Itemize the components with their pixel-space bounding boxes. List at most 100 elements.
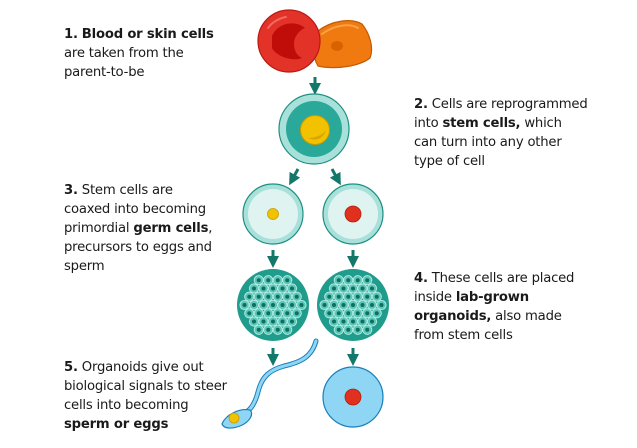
step-5-label: 5. Organoids give out biological signals…	[64, 358, 227, 434]
organoid-cell-nucleus	[332, 303, 336, 307]
organoid-cell-nucleus	[332, 286, 336, 291]
organoid-cell-nucleus	[256, 278, 261, 283]
organoid-cell-nucleus	[256, 311, 261, 316]
organoid-cell-nucleus	[266, 278, 271, 283]
organoid-cell-nucleus	[280, 319, 285, 324]
organoid-cell-nucleus	[370, 286, 374, 291]
organoid-cell-nucleus	[322, 303, 327, 307]
organoid-cell-nucleus	[290, 286, 294, 291]
organoid-cell-nucleus	[379, 303, 384, 307]
organoid-cell-nucleus	[271, 303, 275, 307]
arrow-to-germ-cell-left	[289, 168, 301, 186]
organoid-cell-nucleus	[365, 311, 370, 316]
organoid-cell-nucleus	[346, 327, 351, 332]
organoid-cell-nucleus	[355, 327, 360, 332]
organoid-cell-nucleus	[271, 319, 275, 324]
organoid-cell-nucleus	[351, 303, 355, 307]
step-2-line-4: type of cell	[414, 154, 485, 169]
organoid-cell-nucleus	[290, 319, 294, 324]
step-1-line-2: are taken from the	[64, 46, 184, 61]
organoid-cell-nucleus	[351, 319, 355, 324]
organoid-cell-nucleus	[346, 294, 351, 299]
organoid-cell-nucleus	[341, 303, 346, 307]
organoid-cell-nucleus	[341, 319, 346, 324]
step-5-number: 5.	[64, 360, 78, 375]
organoid-cell-nucleus	[332, 319, 336, 324]
stem-cell-icon	[278, 93, 350, 165]
step-4-line-2a: inside	[414, 290, 456, 305]
egg-icon	[322, 366, 384, 428]
step-1-line-3: parent-to-be	[64, 65, 145, 80]
step-5-highlight: sperm or eggs	[64, 417, 169, 432]
organoid-cell-nucleus	[261, 319, 266, 324]
organoid-right-icon	[317, 269, 389, 341]
organoid-cell-nucleus	[275, 311, 280, 316]
organoid-cell-nucleus	[336, 294, 341, 299]
organoid-cell-nucleus	[252, 303, 256, 307]
step-3-line-2: coaxed into becoming	[64, 202, 206, 217]
step-2-label: 2. Cells are reprogrammed into stem cell…	[414, 95, 588, 171]
organoid-cell-nucleus	[285, 278, 290, 283]
organoid-cell-nucleus	[275, 294, 280, 299]
step-5-line-2: biological signals to steer	[64, 379, 227, 394]
organoid-cell-nucleus	[355, 278, 360, 283]
organoid-cell-nucleus	[370, 319, 374, 324]
step-3-label: 3. Stem cells are coaxed into becoming p…	[64, 181, 212, 276]
skin-cell-icon	[312, 20, 373, 69]
step-3-line-3c: ,	[208, 221, 213, 236]
organoid-cell-nucleus	[336, 327, 341, 332]
organoid-cell-nucleus	[336, 311, 341, 316]
organoid-cell-nucleus	[327, 294, 332, 299]
organoid-cell-nucleus	[355, 294, 360, 299]
organoid-cell-nucleus	[365, 278, 370, 283]
blood-cell-icon	[257, 9, 321, 73]
step-1-number: 1.	[64, 27, 78, 42]
organoid-cell-nucleus	[336, 278, 341, 283]
organoid-cell-nucleus	[256, 294, 261, 299]
organoid-cell-nucleus	[346, 278, 351, 283]
organoid-cell-nucleus	[256, 327, 261, 332]
organoid-cell-nucleus	[290, 303, 294, 307]
step-3-number: 3.	[64, 183, 78, 198]
step-4-line-4: from stem cells	[414, 328, 513, 343]
step-2-line-1: Cells are reprogrammed	[427, 97, 588, 112]
organoid-cell-nucleus	[280, 286, 285, 291]
step-4-label: 4. These cells are placed inside lab-gro…	[414, 269, 574, 345]
organoid-cell-nucleus	[351, 286, 355, 291]
step-3-highlight: germ cells	[133, 221, 209, 236]
step-5-line-3: cells into becoming	[64, 398, 189, 413]
organoid-cell-nucleus	[266, 294, 271, 299]
organoid-cell-nucleus	[252, 286, 256, 291]
organoid-cell-nucleus	[360, 303, 365, 307]
step-4-highlight-1: lab-grown	[455, 290, 529, 305]
step-2-line-3: can turn into any other	[414, 135, 562, 150]
organoid-cell-nucleus	[365, 327, 370, 332]
organoid-cell-nucleus	[275, 278, 280, 283]
organoid-cell-nucleus	[365, 294, 370, 299]
organoid-cell-nucleus	[294, 294, 299, 299]
step-1-highlight: Blood or skin cells	[81, 27, 214, 42]
sperm-icon	[221, 338, 319, 429]
step-3-line-3a: primordial	[64, 221, 134, 236]
organoid-cell-nucleus	[299, 303, 304, 307]
organoid-cell-nucleus	[285, 311, 290, 316]
organoid-cell-nucleus	[280, 303, 285, 307]
step-2-highlight: stem cells,	[442, 116, 521, 131]
organoid-cell-nucleus	[374, 294, 379, 299]
step-2-line-2a: into	[414, 116, 443, 131]
organoid-cell-nucleus	[247, 311, 252, 316]
organoid-cell-nucleus	[341, 286, 346, 291]
organoid-cell-nucleus	[370, 303, 374, 307]
organoid-cell-nucleus	[242, 303, 247, 307]
organoid-left-icon	[237, 269, 309, 341]
step-4-highlight-2: organoids,	[414, 309, 492, 324]
organoid-cell-nucleus	[360, 319, 365, 324]
organoid-cell-nucleus	[261, 303, 266, 307]
organoid-cell-nucleus	[247, 294, 252, 299]
organoid-cell-nucleus	[294, 311, 299, 316]
organoid-cell-nucleus	[285, 294, 290, 299]
step-3-line-5: sperm	[64, 259, 105, 274]
step-3-line-4: precursors to eggs and	[64, 240, 212, 255]
organoid-cell-nucleus	[346, 311, 351, 316]
germ-cell-egg-precursor-icon	[322, 183, 384, 245]
